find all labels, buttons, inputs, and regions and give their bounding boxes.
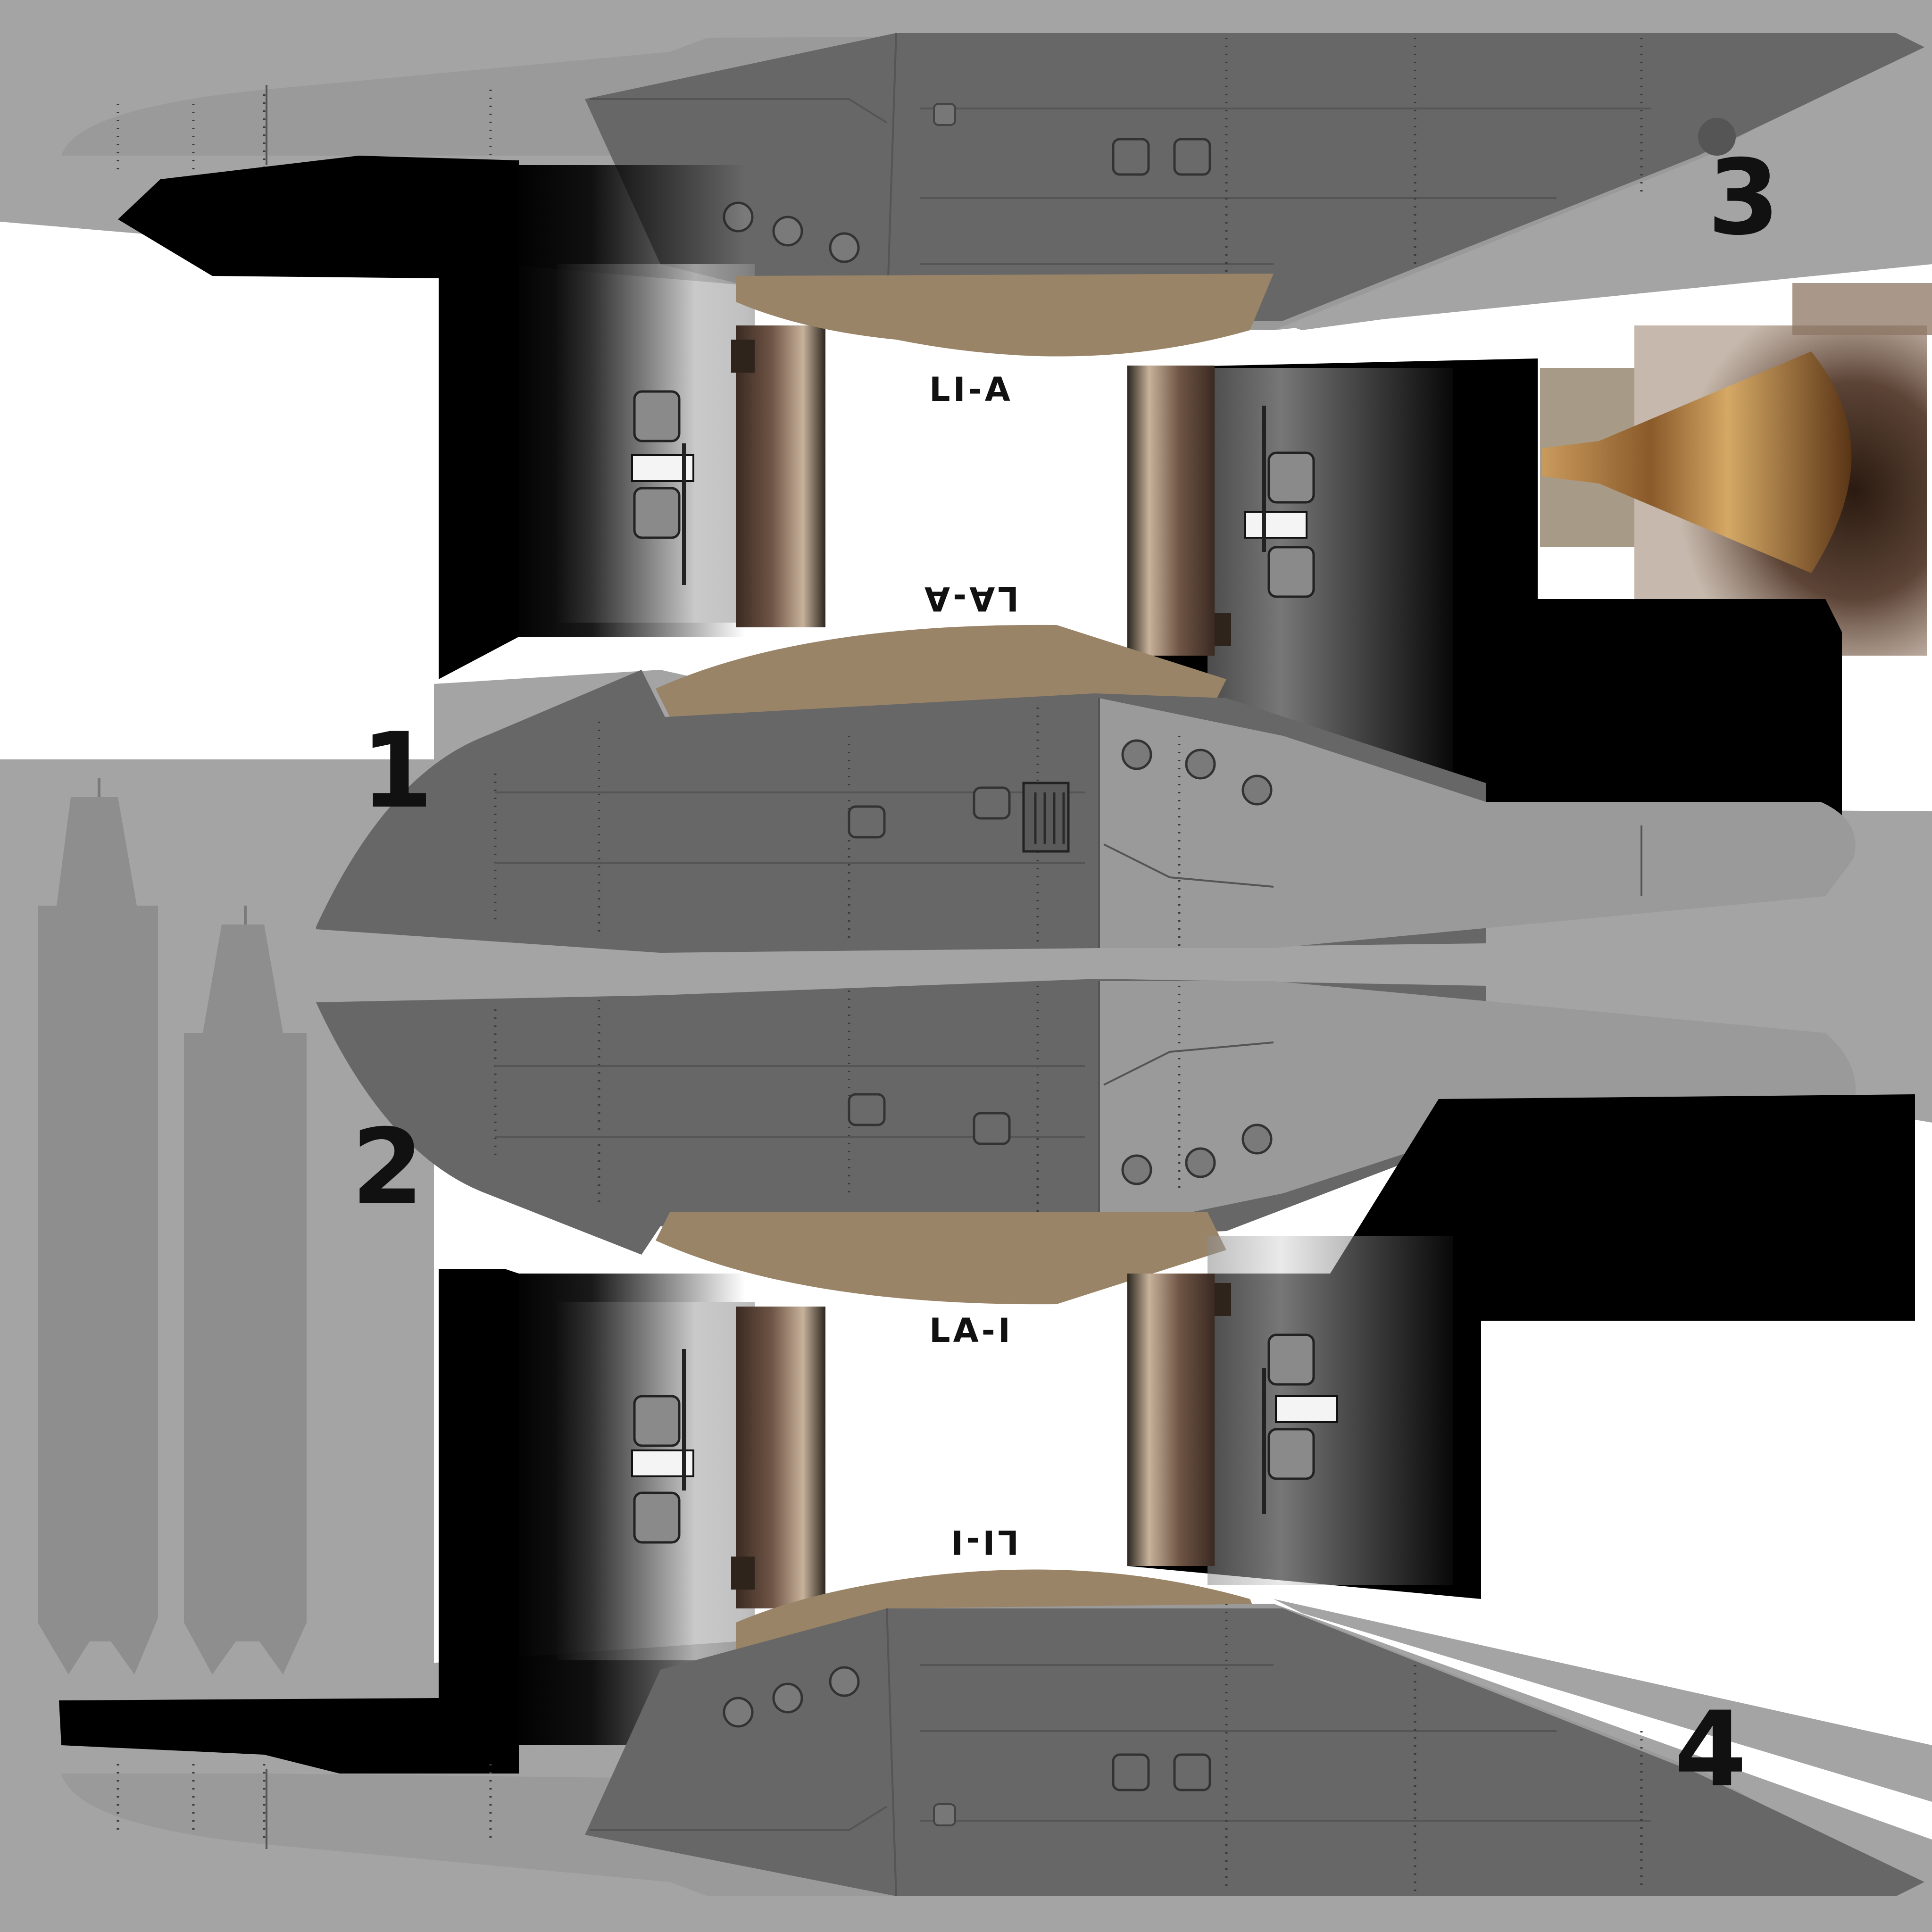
nacelle-1-light-skin (1099, 698, 1856, 948)
strip-part-left (38, 797, 158, 1674)
nacelle-2-weathered-edge (656, 1212, 1226, 1305)
nacelle-1-placard (1244, 511, 1307, 539)
label-la-i: LA-I (929, 1311, 1013, 1350)
part-number-4: 4 (1674, 1689, 1747, 1810)
nacelle-part-4 (59, 1269, 1924, 1897)
nacelle-1-exhaust (1127, 358, 1842, 821)
nacelle-3-exhaust-black (118, 156, 519, 679)
lower-wing-streak (1274, 1599, 1932, 1802)
nacelle-4-exhaust-black (59, 1269, 519, 1774)
nacelle-2-placard (1275, 1395, 1338, 1423)
part-number-2: 2 (351, 1107, 424, 1227)
upper-wing-streak (1274, 193, 1932, 330)
strip-parts (38, 778, 307, 1674)
part-number-3: 3 (1707, 137, 1780, 258)
nacelle-2-exhaust (1127, 1094, 1915, 1599)
label-li-i: LI-I (948, 1523, 1019, 1561)
nacelle-2-heat-band (1127, 1274, 1215, 1566)
label-li-a: LI-A (929, 370, 1013, 409)
label-la-a: LA-A (922, 579, 1019, 618)
strip-part-right (184, 924, 307, 1674)
part-number-1: 1 (361, 710, 433, 831)
exhaust-cone-body (1542, 351, 1852, 573)
nacelle-1-heat-band (1127, 366, 1215, 656)
nacelle-3-heat-band (736, 325, 825, 627)
nacelle-3-dark-skin (585, 33, 1924, 321)
nacelle-part-1 (316, 625, 1856, 953)
nacelle-part-3 (61, 33, 1924, 679)
nacelle-4-dark-skin (585, 1608, 1924, 1896)
nacelle-3-weathered-edge (736, 274, 1274, 357)
nacelle-1-weathered-edge (656, 625, 1226, 717)
